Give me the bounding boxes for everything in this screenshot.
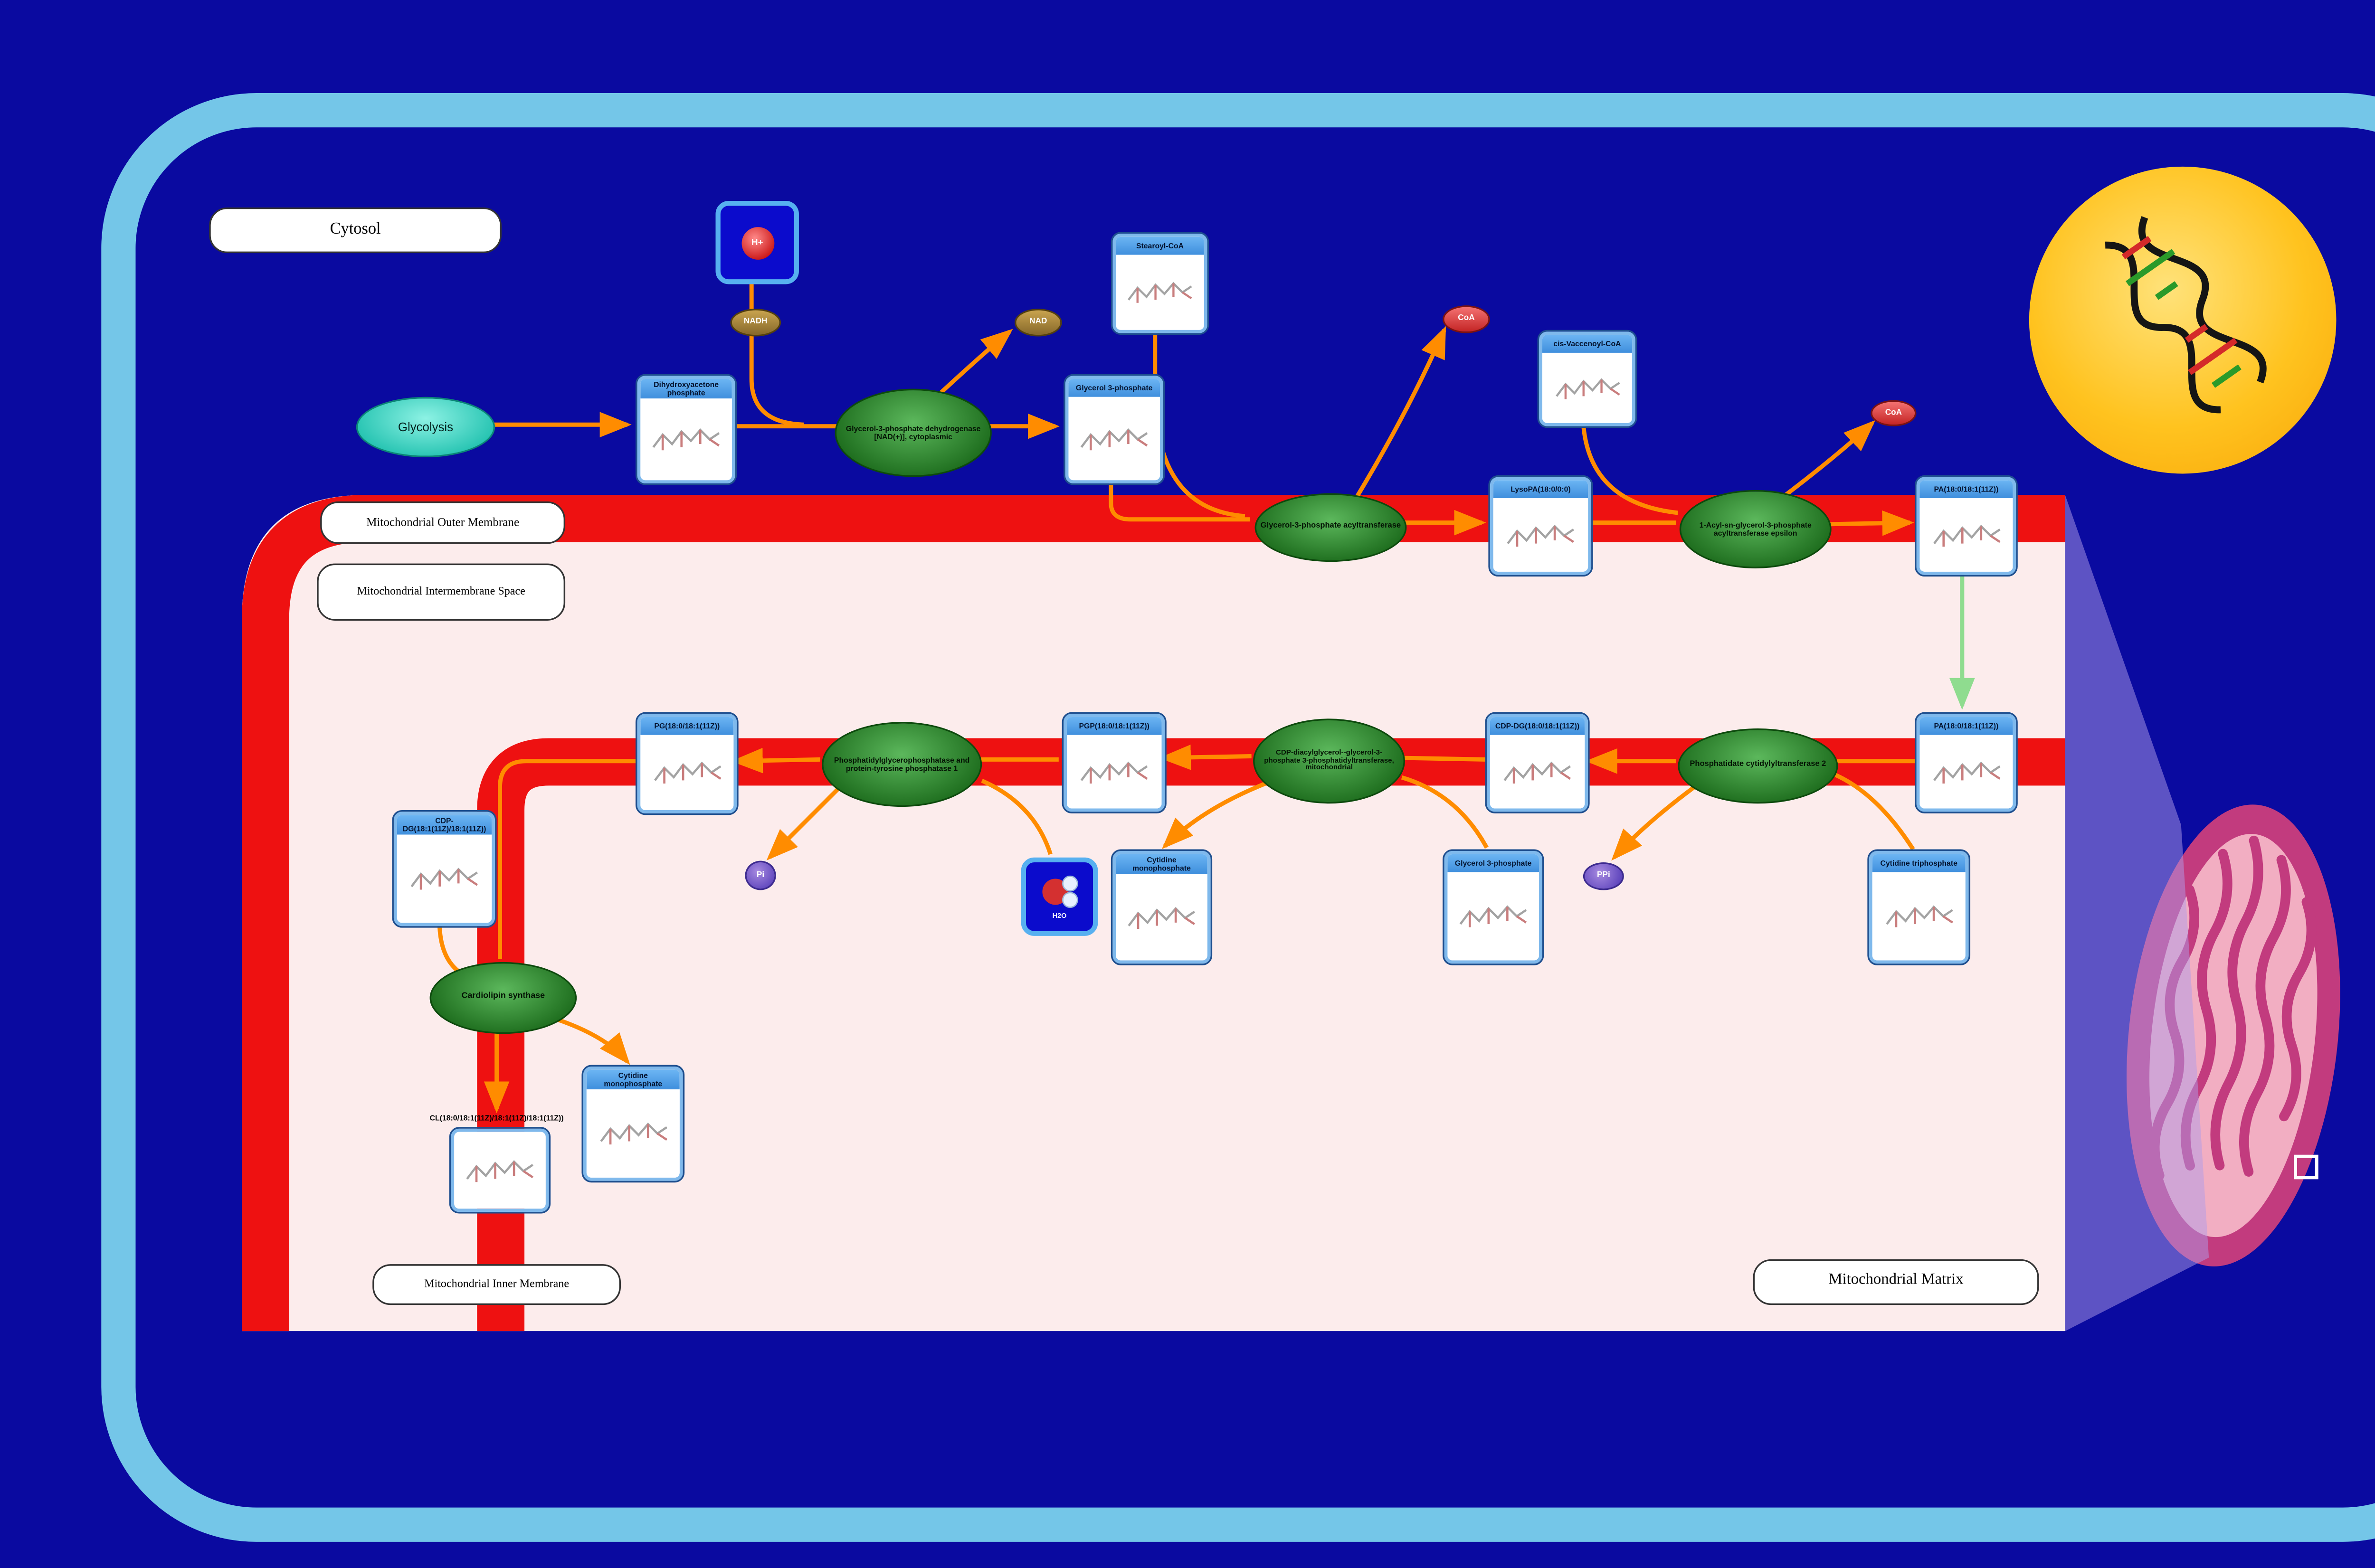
pathway-label: Glycolysis <box>398 419 454 435</box>
cofactor-nadh[interactable]: NADH <box>730 309 781 337</box>
proton-icon: H+ <box>741 226 774 259</box>
enzyme-label: CDP-diacylglycerol--glycerol-3-phosphate… <box>1264 747 1394 772</box>
chemical-structure <box>454 1132 546 1209</box>
metabolite-cmp-matrix[interactable]: Cytidine monophosphate <box>1111 849 1213 965</box>
metabolite-pgp[interactable]: PGP(18:0/18:1(11Z)) <box>1062 712 1167 813</box>
chemical-structure <box>1542 352 1633 423</box>
label-text: Cytosol <box>330 220 381 238</box>
metabolite-label: CDP-DG(18:1(11Z)/18:1(11Z)) <box>397 815 492 835</box>
metabolite-label: Cytidine monophosphate <box>586 1069 680 1090</box>
metabolite-label: PA(18:0/18:1(11Z)) <box>1919 480 2013 499</box>
water-molecule-icon <box>1041 875 1078 908</box>
chemical-structure <box>1493 498 1588 572</box>
metabolite-pa-matrix[interactable]: PA(18:0/18:1(11Z)) <box>1915 712 2018 813</box>
metabolite-label: CDP-DG(18:0/18:1(11Z)) <box>1490 717 1585 735</box>
metabolite-cdp-dg-matrix[interactable]: CDP-DG(18:0/18:1(11Z)) <box>1485 712 1590 813</box>
metabolite-label: Cytidine triphosphate <box>1872 854 1966 872</box>
compartment-label-inner-membrane: Mitochondrial Inner Membrane <box>372 1264 621 1305</box>
h2o-label: H2O <box>1052 911 1067 920</box>
metabolite-label: PG(18:0/18:1(11Z)) <box>640 717 734 735</box>
enzyme-label: Glycerol-3-phosphate dehydrogenase [NAD(… <box>846 425 981 441</box>
chemical-structure <box>1116 874 1207 961</box>
metabolite-label: Cytidine monophosphate <box>1116 854 1207 875</box>
cofactor-h2o[interactable]: H2O <box>1021 857 1098 936</box>
cell-membrane-outline <box>101 93 2375 1542</box>
enzyme-label: Cardiolipin synthase <box>461 992 545 1001</box>
metabolite-cis-vaccenoyl-coa[interactable]: cis-Vaccenoyl-CoA <box>1537 330 1637 428</box>
minimap-viewport-box[interactable] <box>2294 1154 2318 1180</box>
cofactor-ppi[interactable]: PPi <box>1583 862 1624 890</box>
dna-icon <box>2105 216 2267 414</box>
label-text: Mitochondrial Intermembrane Space <box>357 584 525 598</box>
cofactor-coa-2[interactable]: CoA <box>1871 400 1917 426</box>
cofactor-h-plus[interactable]: H+ <box>715 201 799 284</box>
chemical-structure <box>1116 255 1204 330</box>
enzyme-label: 1-Acyl-sn-glycerol-3-phosphate acyltrans… <box>1699 521 1812 538</box>
metabolite-label: Glycerol 3-phosphate <box>1068 378 1160 397</box>
enzyme-label: Phosphatidylglycerophosphatase and prote… <box>834 756 970 773</box>
enzyme-agpat5[interactable]: 1-Acyl-sn-glycerol-3-phosphate acyltrans… <box>1679 490 1832 568</box>
compartment-label-cytosol: Cytosol <box>209 207 502 254</box>
metabolite-label: Dihydroxyacetone phosphate <box>640 378 732 399</box>
chemical-structure <box>1068 397 1160 481</box>
metabolite-cmp-inner[interactable]: Cytidine monophosphate <box>581 1065 685 1183</box>
enzyme-label: Phosphatidate cytidylyltransferase 2 <box>1690 762 1826 770</box>
chemical-structure <box>640 735 734 810</box>
metabolite-lysopa[interactable]: LysoPA(18:0/0:0) <box>1488 475 1593 577</box>
mitochondrion-minimap[interactable] <box>2112 797 2354 1274</box>
enzyme-crls1[interactable]: Cardiolipin synthase <box>429 962 577 1034</box>
metabolite-cdp-dg-inner[interactable]: CDP-DG(18:1(11Z)/18:1(11Z)) <box>392 810 497 928</box>
chemical-structure <box>397 835 492 923</box>
compartment-label-outer-membrane: Mitochondrial Outer Membrane <box>320 501 566 544</box>
chemical-structure <box>586 1090 680 1178</box>
metabolite-cardiolipin[interactable] <box>449 1127 551 1214</box>
chemical-structure <box>1066 735 1162 809</box>
chemical-structure <box>1919 498 2013 572</box>
metabolite-g3p-matrix[interactable]: Glycerol 3-phosphate <box>1443 849 1544 965</box>
metabolite-dhap[interactable]: Dihydroxyacetone phosphate <box>635 374 737 485</box>
metabolite-label: LysoPA(18:0/0:0) <box>1493 480 1588 499</box>
cofactor-nad[interactable]: NAD <box>1014 309 1062 337</box>
compartment-label-matrix: Mitochondrial Matrix <box>1753 1259 2039 1305</box>
enzyme-gpat[interactable]: Glycerol-3-phosphate acyltransferase <box>1254 493 1407 562</box>
cofactor-pi[interactable]: Pi <box>745 860 776 890</box>
pathway-glycolysis[interactable]: Glycolysis <box>356 397 495 458</box>
cofactor-coa-1[interactable]: CoA <box>1443 305 1490 333</box>
label-text: Mitochondrial Outer Membrane <box>366 515 520 529</box>
metabolite-cardiolipin-label: CL(18:0/18:1(11Z)/18:1(11Z)/18:1(11Z)) <box>429 1114 564 1122</box>
h-plus-label: H+ <box>751 237 763 248</box>
enzyme-cds2[interactable]: Phosphatidate cytidylyltransferase 2 <box>1678 728 1838 804</box>
metabolite-pa-outer[interactable]: PA(18:0/18:1(11Z)) <box>1915 475 2018 577</box>
metabolite-label: Glycerol 3-phosphate <box>1447 854 1539 872</box>
chemical-structure <box>1919 735 2013 809</box>
nucleus <box>2029 166 2337 474</box>
metabolite-label: Stearoyl-CoA <box>1116 236 1204 255</box>
metabolite-stearoyl-coa[interactable]: Stearoyl-CoA <box>1111 232 1209 335</box>
enzyme-gpd1[interactable]: Glycerol-3-phosphate dehydrogenase [NAD(… <box>835 388 992 477</box>
chemical-structure <box>640 399 732 481</box>
enzyme-ptpmt1[interactable]: Phosphatidylglycerophosphatase and prote… <box>822 722 982 807</box>
metabolite-label: cis-Vaccenoyl-CoA <box>1542 335 1633 353</box>
enzyme-pgs1[interactable]: CDP-diacylglycerol--glycerol-3-phosphate… <box>1253 718 1405 804</box>
metabolite-pg[interactable]: PG(18:0/18:1(11Z)) <box>635 712 739 815</box>
metabolite-g3p-cytosol[interactable]: Glycerol 3-phosphate <box>1064 374 1165 485</box>
chemical-structure <box>1490 735 1585 809</box>
metabolite-ctp[interactable]: Cytidine triphosphate <box>1867 849 1971 965</box>
label-text: Mitochondrial Inner Membrane <box>424 1277 570 1290</box>
chemical-structure <box>1447 872 1539 961</box>
label-text: Mitochondrial Matrix <box>1828 1272 1964 1289</box>
chemical-structure <box>1872 872 1966 961</box>
enzyme-label: Glycerol-3-phosphate acyltransferase <box>1260 523 1401 532</box>
metabolite-label: PGP(18:0/18:1(11Z)) <box>1066 717 1162 735</box>
compartment-label-intermembrane-space: Mitochondrial Intermembrane Space <box>317 563 566 621</box>
metabolite-label: PA(18:0/18:1(11Z)) <box>1919 717 2013 735</box>
